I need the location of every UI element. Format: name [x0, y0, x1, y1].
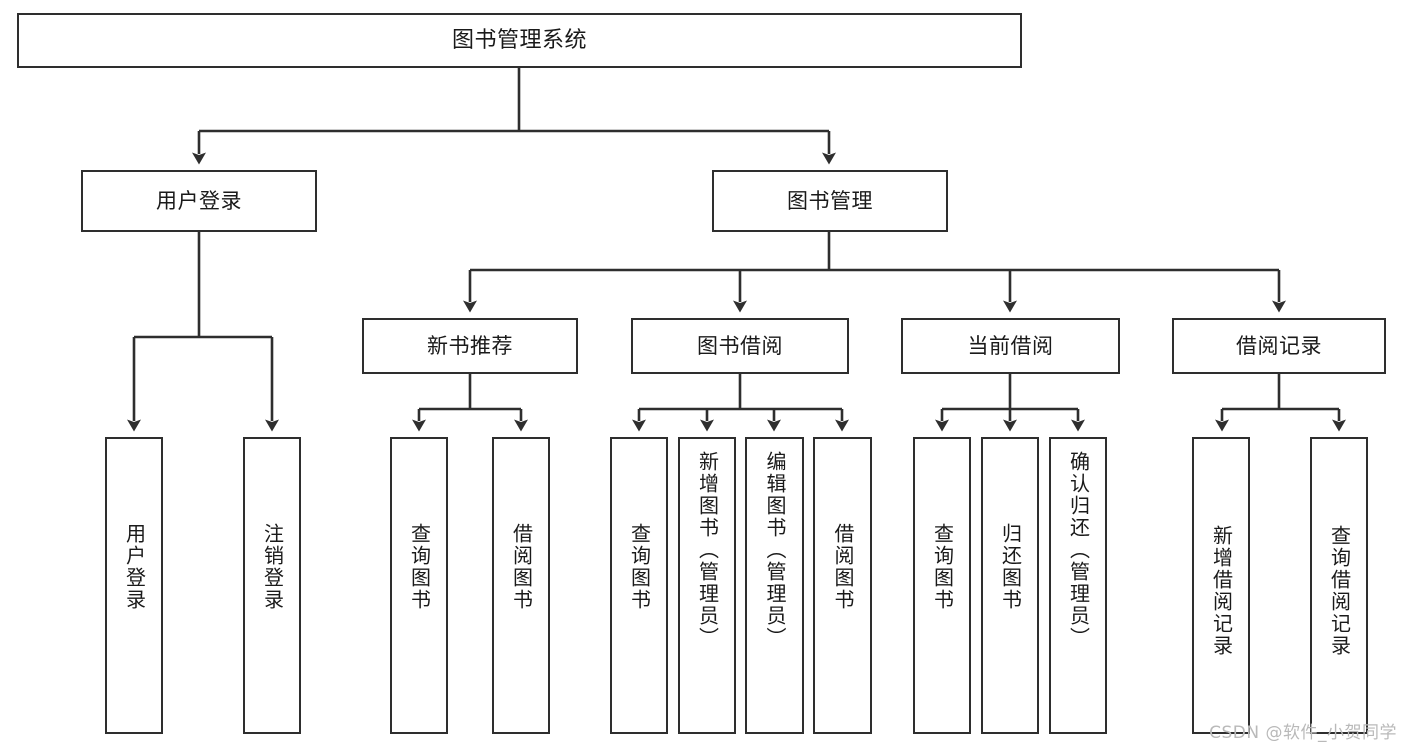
leaf-add-book[interactable]: 新增图书（管理员）: [678, 437, 736, 734]
leaf-query-book-3-label: 查询图书: [930, 523, 955, 611]
leaf-borrow-book-2[interactable]: 借阅图书: [813, 437, 872, 734]
watermark: CSDN @软件_小贺同学: [1209, 723, 1397, 743]
leaf-add-record-label: 新增借阅记录: [1209, 525, 1234, 657]
node-book-manage[interactable]: 图书管理: [712, 170, 948, 232]
leaf-edit-book[interactable]: 编辑图书（管理员）: [745, 437, 804, 734]
leaf-confirm-return-label: 确认归还（管理员）: [1066, 451, 1091, 649]
node-book-borrow-label: 图书借阅: [697, 333, 783, 358]
node-book-manage-label: 图书管理: [787, 188, 873, 213]
node-user-login-label: 用户登录: [156, 188, 242, 213]
leaf-query-book-2[interactable]: 查询图书: [610, 437, 668, 734]
leaf-add-record[interactable]: 新增借阅记录: [1192, 437, 1250, 734]
leaf-query-record[interactable]: 查询借阅记录: [1310, 437, 1368, 734]
node-current-borrow-label: 当前借阅: [967, 333, 1054, 358]
leaf-confirm-return[interactable]: 确认归还（管理员）: [1049, 437, 1107, 734]
leaf-query-book-1-label: 查询图书: [407, 523, 432, 611]
leaf-return-book-label: 归还图书: [998, 523, 1023, 611]
leaf-logout[interactable]: 注销登录: [243, 437, 301, 734]
node-book-borrow[interactable]: 图书借阅: [631, 318, 849, 374]
node-root[interactable]: 图书管理系统: [17, 13, 1022, 68]
leaf-user-login[interactable]: 用户登录: [105, 437, 163, 734]
leaf-query-book-1[interactable]: 查询图书: [390, 437, 448, 734]
leaf-borrow-book-2-label: 借阅图书: [831, 523, 855, 611]
node-borrow-record-label: 借阅记录: [1236, 333, 1322, 358]
leaf-user-login-label: 用户登录: [122, 523, 147, 611]
leaf-logout-label: 注销登录: [260, 523, 285, 611]
leaf-query-record-label: 查询借阅记录: [1327, 525, 1352, 657]
leaf-add-book-label: 新增图书（管理员）: [695, 451, 720, 649]
leaf-query-book-3[interactable]: 查询图书: [913, 437, 971, 734]
node-borrow-record[interactable]: 借阅记录: [1172, 318, 1386, 374]
leaf-borrow-book-1-label: 借阅图书: [509, 523, 534, 611]
leaf-borrow-book-1[interactable]: 借阅图书: [492, 437, 550, 734]
node-new-book-recommend-label: 新书推荐: [427, 333, 513, 358]
node-new-book-recommend[interactable]: 新书推荐: [362, 318, 578, 374]
node-root-label: 图书管理系统: [451, 27, 587, 53]
node-current-borrow[interactable]: 当前借阅: [901, 318, 1120, 374]
leaf-edit-book-label: 编辑图书（管理员）: [763, 451, 787, 649]
leaf-query-book-2-label: 查询图书: [627, 523, 652, 611]
leaf-return-book[interactable]: 归还图书: [981, 437, 1039, 734]
node-user-login[interactable]: 用户登录: [81, 170, 317, 232]
